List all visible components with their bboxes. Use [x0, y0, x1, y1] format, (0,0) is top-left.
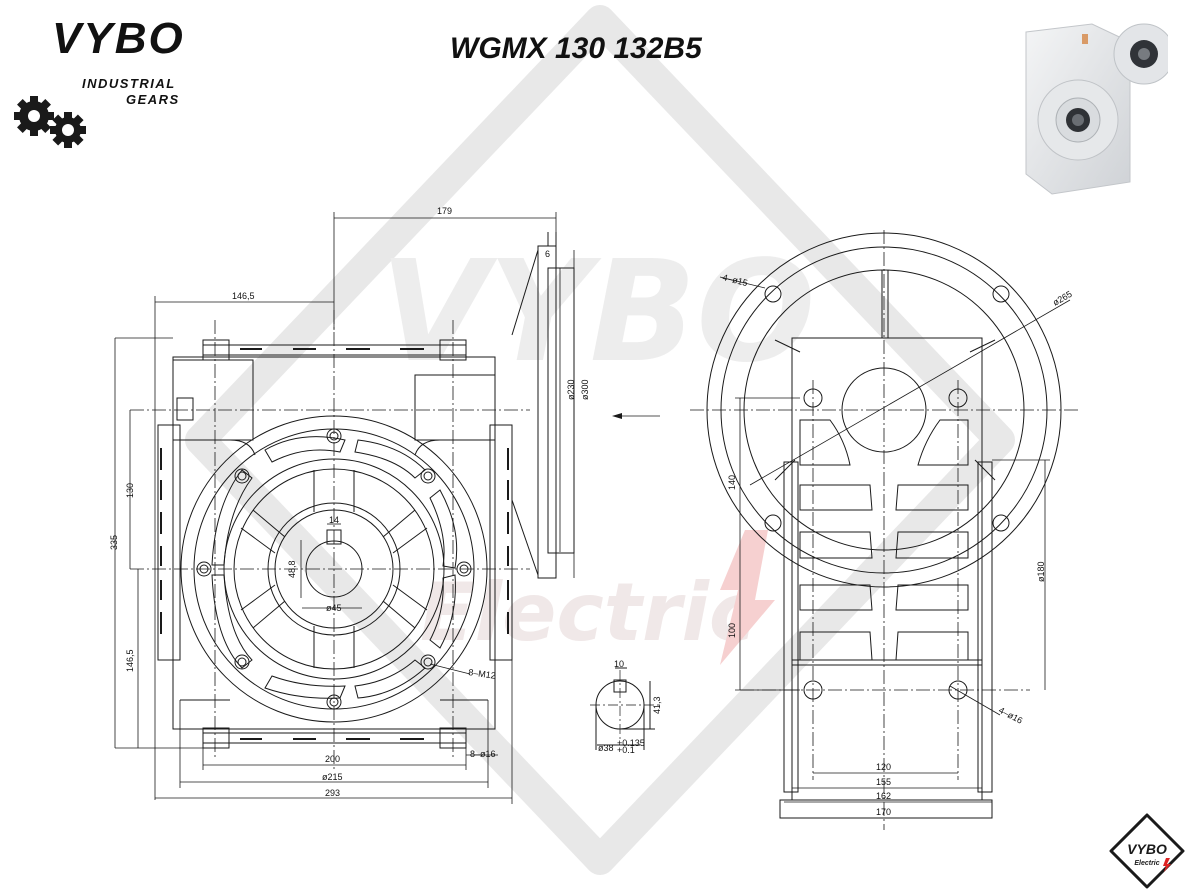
- dim-146-5-side: 146,5: [125, 649, 135, 672]
- side-dimension-lines: [719, 276, 1071, 819]
- product-photo: [1022, 12, 1168, 202]
- logo-brand: VYBO: [52, 14, 185, 63]
- badge-sub: Electric: [1134, 860, 1159, 867]
- dim-130: 130: [125, 483, 135, 498]
- drawing-title: WGMX 130 132B5: [450, 32, 702, 65]
- dim-200: 200: [325, 754, 340, 764]
- dim-265: ø265: [1051, 289, 1074, 308]
- dim-179: 179: [437, 206, 452, 216]
- watermark: VYBO Electric: [185, 5, 1015, 875]
- watermark-text: Electric: [420, 566, 756, 659]
- dim-170: 170: [876, 807, 891, 817]
- dim-155: 155: [876, 777, 891, 787]
- logo-line2: GEARS: [126, 92, 180, 107]
- dim-140: 140: [727, 475, 737, 490]
- flange-side-view: [511, 232, 575, 579]
- dim-38: ø38: [598, 743, 614, 753]
- dim-6: 6: [545, 249, 550, 259]
- dim-48-8: 48,8: [287, 560, 297, 578]
- gear-icon: [14, 96, 86, 148]
- dim-14: 14: [329, 515, 339, 525]
- dim-8-m12: 8–M12: [468, 667, 497, 681]
- front-dimension-lines: [114, 212, 660, 804]
- svg-text:VYBO: VYBO: [380, 231, 815, 394]
- company-logo: VYBO INDUSTRIAL GEARS: [8, 14, 208, 154]
- badge-brand: VYBO: [1127, 841, 1167, 857]
- dim-41-3: 41,3: [652, 696, 662, 714]
- bolt-icon: [1163, 858, 1171, 872]
- dim-300: ø300: [580, 379, 590, 400]
- dim-180: ø180: [1036, 561, 1046, 582]
- dim-162: 162: [876, 791, 891, 801]
- keyway-detail: [590, 667, 660, 750]
- dim-120: 120: [876, 762, 891, 772]
- dim-10: 10: [614, 659, 624, 669]
- dim-4-d16: 4–ø16: [997, 705, 1024, 726]
- front-view: [130, 310, 530, 770]
- dim-tol-minus: +0.1: [617, 745, 635, 755]
- dim-293: 293: [325, 788, 340, 798]
- dim-215: ø215: [322, 772, 343, 782]
- dim-8-d16: 8–ø16: [470, 749, 496, 759]
- logo-line1: INDUSTRIAL: [82, 76, 176, 91]
- dim-146-5-top: 146,5: [232, 291, 255, 301]
- dim-45: ø45: [326, 603, 342, 613]
- side-view: [690, 230, 1080, 830]
- dim-100: 100: [727, 623, 737, 638]
- dim-230: ø230: [566, 379, 576, 400]
- brand-badge: VYBO Electric: [1109, 813, 1185, 889]
- dim-335: 335: [109, 535, 119, 550]
- dim-tol-plus: +0.135: [617, 738, 645, 748]
